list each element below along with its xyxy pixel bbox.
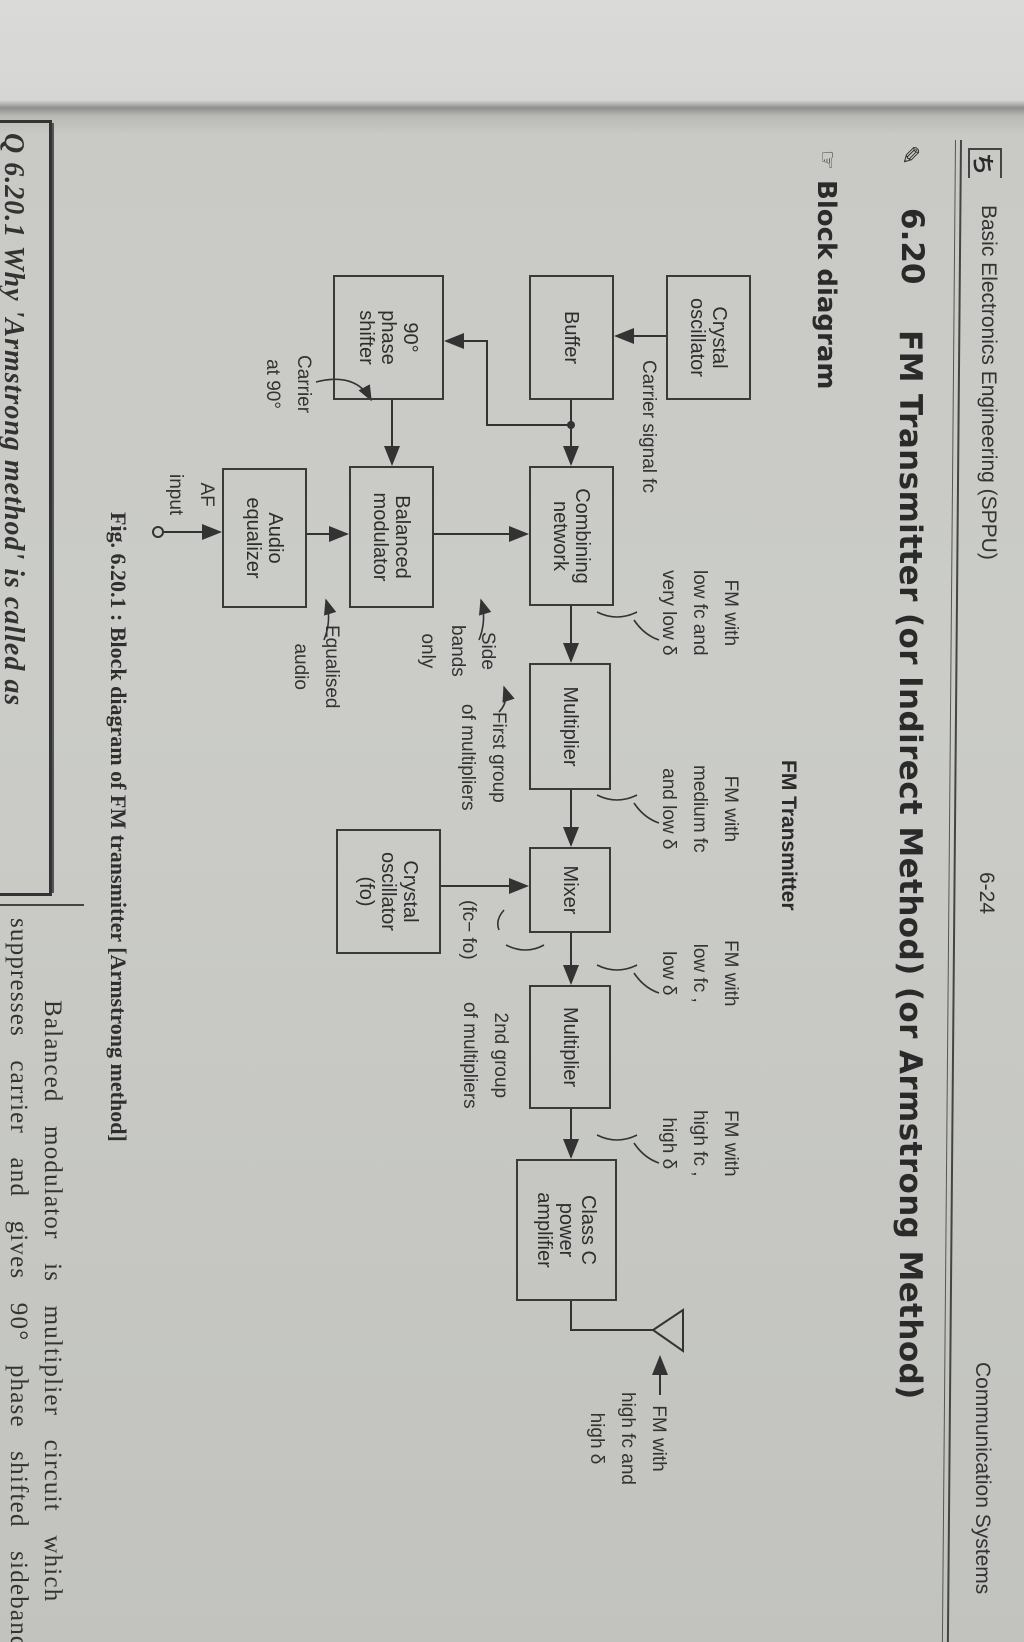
label-line: high fc and — [617, 1392, 638, 1485]
label-af-input: AF input — [160, 474, 222, 515]
block-text: Audio — [264, 512, 287, 564]
block-text: equalizer — [242, 497, 265, 579]
block-text: Multiplier — [559, 1006, 581, 1088]
label-line: of multipliers — [457, 704, 478, 811]
block-text: Class C — [577, 1194, 600, 1265]
block-text: Combining — [571, 488, 594, 584]
question-text: Q 6.20.1 Why 'Armstrong method' is calle… — [0, 133, 29, 707]
block-phase-shifter: 90° phase shifter — [333, 275, 444, 400]
block-text: Balanced — [391, 495, 414, 579]
label-side-bands: Side bands only — [412, 625, 502, 677]
block-text: Multiplier — [559, 686, 581, 767]
wire-classc-antenna — [570, 1301, 653, 1331]
label-second-group: 2nd group of multipliers — [454, 1002, 516, 1109]
label-line: FM with — [720, 1110, 741, 1177]
block-crystal-oscillator: Crystal oscillator — [666, 275, 751, 400]
block-crystal-oscillator-fo: Crystal oscillator (fo) — [336, 829, 441, 954]
label-line: and low δ — [658, 768, 679, 850]
block-buffer: Buffer — [529, 275, 614, 400]
block-audio-equalizer: Audio equalizer — [222, 468, 307, 608]
block-text: network — [549, 500, 572, 572]
block-text: (fo) — [355, 876, 378, 907]
figure-caption: Fig. 6.20.1 : Block diagram of FM transm… — [106, 512, 131, 1142]
label-line: low fc and — [689, 570, 710, 656]
label-line: Carrier — [293, 355, 314, 414]
block-text: Mixer — [559, 865, 581, 915]
block-text: modulator — [369, 492, 392, 582]
label-line: of multipliers — [459, 1002, 480, 1109]
body-text-line: Balanced modulator is multiplier circuit… — [39, 1000, 66, 1603]
label-line: at 90° — [262, 359, 283, 409]
junction-dot — [567, 421, 575, 429]
label-line: FM with — [720, 940, 741, 1007]
label-fc-minus-fo: (fc− fo) — [458, 900, 479, 960]
label-line: low fc , — [689, 943, 710, 1003]
wire-buffer-phase — [444, 333, 571, 426]
block-text: phase — [377, 310, 400, 365]
label-line: FM with — [720, 579, 741, 647]
label-fm-stage-2: FM with medium fc and low δ — [653, 765, 746, 853]
label-fm-stage-3: FM with low fc , low δ — [653, 940, 746, 1007]
block-text: power — [555, 1202, 578, 1258]
block-text: 90° — [399, 322, 422, 353]
label-line: audio — [290, 643, 311, 690]
block-text: Crystal — [399, 860, 422, 923]
label-first-group: First group of multipliers — [452, 704, 514, 811]
label-equalised-audio: Equalised audio — [285, 625, 347, 708]
label-fm-stage-4: FM with high fc , high δ — [653, 1110, 746, 1177]
question-box: Q 6.20.1 Why 'Armstrong method' is calle… — [0, 120, 52, 896]
label-line: 2nd group — [490, 1012, 511, 1099]
block-text: shifter — [355, 310, 378, 365]
block-combining-network: Combining network — [529, 466, 614, 606]
label-line: medium fc — [689, 765, 710, 853]
block-multiplier-1: Multiplier — [529, 663, 611, 790]
block-text: amplifier — [533, 1192, 556, 1268]
label-line: FM with — [720, 775, 741, 843]
block-balanced-modulator: Balanced modulator — [349, 466, 434, 608]
label-line: high fc , — [689, 1110, 710, 1177]
label-line: high δ — [586, 1412, 607, 1465]
block-text: Crystal — [708, 306, 731, 369]
label-line: First group — [488, 711, 509, 803]
block-text: oscillator — [377, 852, 400, 931]
label-line: very low δ — [658, 570, 679, 656]
column-divider — [0, 904, 84, 906]
af-input-terminal — [152, 526, 164, 538]
block-mixer: Mixer — [529, 847, 611, 933]
label-line: low δ — [658, 951, 679, 996]
label-line: bands — [447, 625, 468, 677]
label-line: Equalised — [321, 625, 342, 709]
label-line: Side — [477, 631, 498, 670]
antenna-icon — [651, 1308, 684, 1353]
label-line: high δ — [658, 1117, 679, 1170]
label-carrier-signal: Carrier signal fc — [638, 360, 659, 494]
label-fm-stage-1: FM with low fc and very low δ — [653, 570, 746, 656]
block-multiplier-2: Multiplier — [529, 985, 611, 1109]
label-fm-output: FM with high fc and high δ — [581, 1392, 674, 1485]
label-line: AF — [196, 482, 217, 507]
label-line: only — [417, 633, 438, 669]
label-line: FM with — [648, 1405, 669, 1472]
block-text: Buffer — [560, 311, 583, 364]
label-line: input — [165, 474, 186, 516]
label-carrier-90: Carrier at 90° — [257, 355, 319, 413]
block-text: oscillator — [686, 298, 709, 377]
body-text-line: suppresses carrier and gives 90° phase s… — [5, 918, 32, 1642]
block-class-c-amplifier: Class C power amplifier — [516, 1159, 617, 1301]
